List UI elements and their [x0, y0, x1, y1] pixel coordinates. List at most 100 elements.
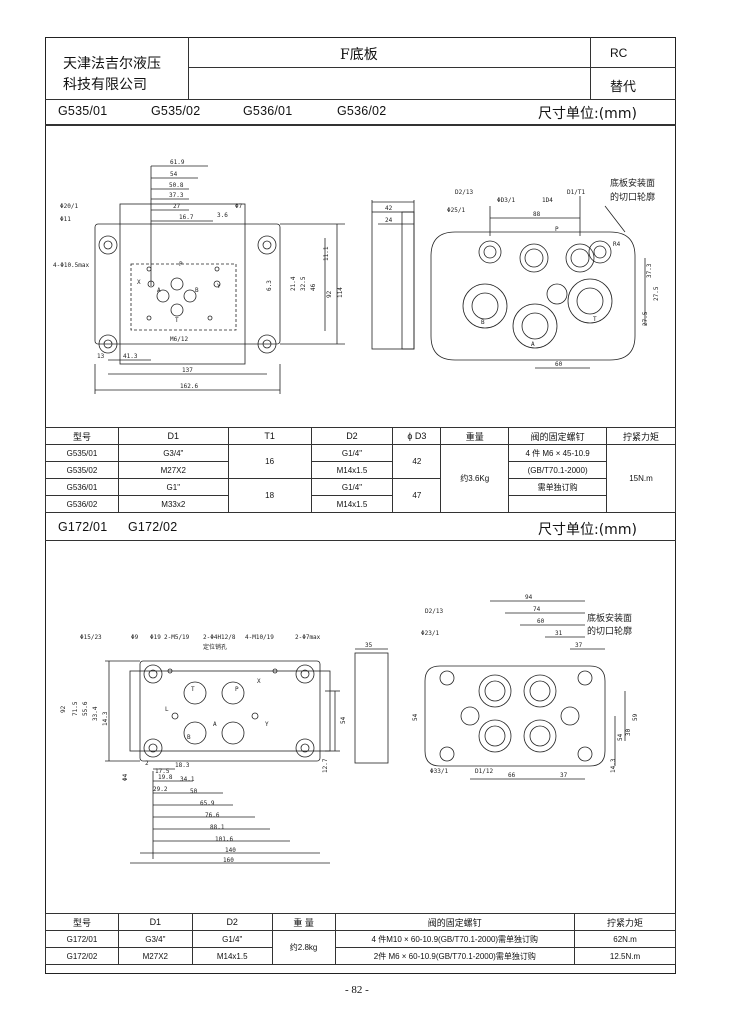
spec-table-1: 型号 D1 T1 D2 ϕ D3 重量 阀的固定螺钉 拧紧力矩 G535/01 … [45, 427, 676, 513]
th-weight: 重量 [440, 427, 510, 445]
svg-text:74: 74 [533, 606, 541, 613]
svg-text:42: 42 [385, 205, 393, 212]
company-line1: 天津法吉尔液压 [63, 56, 161, 72]
svg-text:50: 50 [190, 788, 198, 795]
table-row: G536/02 M33x2 M14x1.5 [45, 495, 676, 513]
svg-text:16.7: 16.7 [179, 214, 194, 221]
svg-text:37.3: 37.3 [169, 192, 184, 199]
svg-text:Φ9: Φ9 [131, 634, 139, 641]
svg-text:P: P [179, 261, 183, 268]
svg-text:59: 59 [632, 713, 639, 721]
svg-text:M6/12: M6/12 [170, 336, 188, 343]
model-g172-01: G172/01 [58, 520, 108, 534]
svg-text:D2/13: D2/13 [455, 189, 473, 196]
svg-text:4-M10/19: 4-M10/19 [245, 634, 274, 641]
th-d1: D1 [117, 427, 229, 445]
th-model: 型号 [45, 427, 119, 445]
svg-text:27.5: 27.5 [642, 311, 649, 326]
unit-label-1: 尺寸单位:(mm) [538, 106, 637, 122]
svg-text:2-Φ4H12/8: 2-Φ4H12/8 [203, 634, 236, 641]
svg-text:71.5: 71.5 [72, 701, 79, 716]
model-g536-01: G536/01 [243, 104, 293, 118]
svg-text:19.8: 19.8 [158, 774, 173, 781]
replace-label: 替代 [610, 80, 637, 95]
svg-text:B: B [195, 287, 199, 294]
mount-note-line2: 的切口轮廓 [610, 191, 655, 203]
svg-text:18.3: 18.3 [175, 762, 190, 769]
svg-text:50.8: 50.8 [169, 182, 184, 189]
svg-text:3.6: 3.6 [217, 212, 228, 219]
svg-text:35: 35 [365, 642, 373, 649]
svg-text:29.2: 29.2 [153, 786, 168, 793]
mount-note-line1: 底板安装面 [610, 177, 655, 189]
svg-text:A: A [157, 287, 161, 294]
svg-text:94: 94 [525, 594, 533, 601]
svg-text:B: B [187, 734, 191, 741]
divider [45, 540, 676, 541]
svg-text:2-Φ7max: 2-Φ7max [295, 634, 321, 641]
svg-text:32.5: 32.5 [300, 276, 307, 291]
svg-text:Φ25/1: Φ25/1 [447, 207, 465, 214]
svg-text:88: 88 [533, 211, 541, 218]
svg-text:Y: Y [217, 283, 221, 290]
svg-text:R4: R4 [613, 241, 621, 248]
svg-text:140: 140 [225, 847, 236, 854]
page-number: - 82 - [345, 984, 369, 996]
svg-text:P: P [235, 686, 239, 693]
svg-text:D2/13: D2/13 [425, 608, 443, 615]
header-block [45, 37, 676, 137]
svg-text:34.1: 34.1 [180, 776, 195, 783]
svg-text:A: A [531, 341, 535, 348]
th-torque: 拧紧力矩 [606, 427, 676, 445]
unit-label-2: 尺寸单位:(mm) [538, 522, 637, 538]
svg-text:11.1: 11.1 [323, 246, 330, 261]
page-title: F底板 [340, 47, 378, 63]
svg-text:X: X [257, 678, 261, 685]
table-row: G535/02 M27X2 M14x1.5 (GB/T70.1-2000) [45, 461, 676, 479]
svg-text:27.5: 27.5 [653, 286, 660, 301]
divider [45, 125, 676, 126]
svg-text:137: 137 [182, 367, 193, 374]
svg-text:2-M5/19: 2-M5/19 [164, 634, 190, 641]
svg-text:54: 54 [412, 713, 419, 721]
svg-text:88.1: 88.1 [210, 824, 225, 831]
table-row: G172/02 M27X2 M14x1.5 2件 M6 × 60-10.9(GB… [45, 947, 676, 965]
svg-text:160: 160 [223, 857, 234, 864]
svg-text:33.4: 33.4 [92, 706, 99, 721]
svg-text:D1/12: D1/12 [475, 768, 493, 775]
th-d2: D2 [310, 427, 394, 445]
svg-text:37: 37 [575, 642, 583, 649]
svg-text:30: 30 [625, 728, 632, 736]
svg-text:21.4: 21.4 [290, 276, 297, 291]
svg-text:Φ20/1: Φ20/1 [60, 203, 78, 210]
svg-text:46: 46 [310, 283, 317, 291]
svg-text:A: A [213, 721, 217, 728]
company-name: 天津法吉尔液压 科技有限公司 [63, 54, 161, 96]
svg-text:Φ7: Φ7 [235, 203, 243, 210]
svg-text:24: 24 [385, 217, 393, 224]
company-line2: 科技有限公司 [63, 77, 147, 93]
svg-text:L: L [165, 706, 169, 713]
svg-text:41.3: 41.3 [123, 353, 138, 360]
svg-text:6.3: 6.3 [266, 280, 273, 291]
svg-text:17.5: 17.5 [155, 768, 170, 775]
svg-text:Φ11: Φ11 [60, 216, 71, 223]
svg-text:Y: Y [265, 721, 269, 728]
svg-text:54: 54 [617, 733, 624, 741]
svg-text:Φ4: Φ4 [122, 773, 129, 781]
mount-note2-line2: 的切口轮廓 [587, 625, 632, 637]
svg-text:T: T [191, 686, 195, 693]
svg-text:76.6: 76.6 [205, 812, 220, 819]
table-row: G172/01 G3/4" G1/4" 约2.8kg 4 件M10 × 60-1… [45, 930, 676, 965]
svg-text:14.3: 14.3 [610, 758, 617, 773]
svg-text:31: 31 [555, 630, 563, 637]
svg-text:37: 37 [560, 772, 568, 779]
table-row: G535/01 G3/4" 16 G1/4" 42 约3.6Kg 4 件 M6 … [45, 444, 676, 513]
svg-text:54: 54 [340, 716, 347, 724]
model-g536-02: G536/02 [337, 104, 387, 118]
svg-text:27: 27 [173, 203, 181, 210]
svg-text:Φ33/1: Φ33/1 [430, 768, 448, 775]
table-row: G536/01 G1" 18 G1/4" 47 需单独订购 [45, 478, 676, 513]
svg-text:12.7: 12.7 [322, 758, 329, 773]
